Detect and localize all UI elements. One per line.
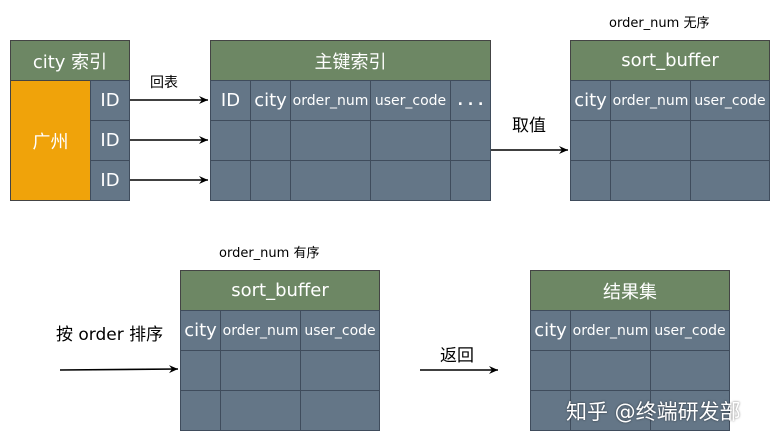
sort-by-order-label: 按 order 排序 <box>56 325 164 345</box>
sbs-header-user-code: user_code <box>300 310 380 351</box>
pk-empty-cell <box>210 160 251 201</box>
sorted-note: order_num 有序 <box>219 246 320 261</box>
sbu-header-city: city <box>570 80 611 121</box>
pk-empty-cell <box>250 160 291 201</box>
sbu-empty-cell <box>610 160 691 201</box>
huibiao-label: 回表 <box>150 75 178 91</box>
pk-empty-cell <box>370 160 451 201</box>
city-index-title: city 索引 <box>10 40 130 81</box>
arrow-sort <box>59 365 179 374</box>
sbs-empty-cell <box>220 390 301 431</box>
rs-empty-cell <box>650 390 730 431</box>
city-index-id-cell: ID <box>90 160 130 201</box>
pk-empty-cell <box>290 160 371 201</box>
unsorted-note: order_num 无序 <box>609 16 710 31</box>
rs-header-user-code: user_code <box>650 310 730 351</box>
quzhi-label: 取值 <box>512 116 546 136</box>
result-set-title: 结果集 <box>530 270 730 311</box>
pk-empty-cell <box>450 160 491 201</box>
rs-header-city: city <box>530 310 571 351</box>
city-index-id-cell: ID <box>90 80 130 121</box>
pk-empty-cell <box>290 120 371 161</box>
sbu-empty-cell <box>570 160 611 201</box>
rs-header-order-num: order_num <box>570 310 651 351</box>
fanhui-label: 返回 <box>440 346 474 366</box>
sbu-empty-cell <box>690 160 770 201</box>
sbs-header-order-num: order_num <box>220 310 301 351</box>
watermark: 知乎 @终端研发部 <box>566 400 741 424</box>
pk-header-ellipsis: . . . <box>450 80 491 121</box>
pk-header-user-code: user_code <box>370 80 451 121</box>
pk-header-city: city <box>250 80 291 121</box>
pk-header-order-num: order_num <box>290 80 371 121</box>
sbu-header-user-code: user_code <box>690 80 770 121</box>
city-value-cell: 广州 <box>10 80 91 201</box>
sbu-header-order-num: order_num <box>610 80 691 121</box>
rs-empty-cell <box>570 390 651 431</box>
sort-buffer-unsorted-title: sort_buffer <box>570 40 770 81</box>
sbs-empty-cell <box>180 390 221 431</box>
sbs-empty-cell <box>300 350 380 391</box>
primary-key-title: 主键索引 <box>210 40 491 81</box>
sbs-empty-cell <box>300 390 380 431</box>
sort-buffer-sorted-title: sort_buffer <box>180 270 380 311</box>
pk-empty-cell <box>250 120 291 161</box>
sbu-empty-cell <box>610 120 691 161</box>
